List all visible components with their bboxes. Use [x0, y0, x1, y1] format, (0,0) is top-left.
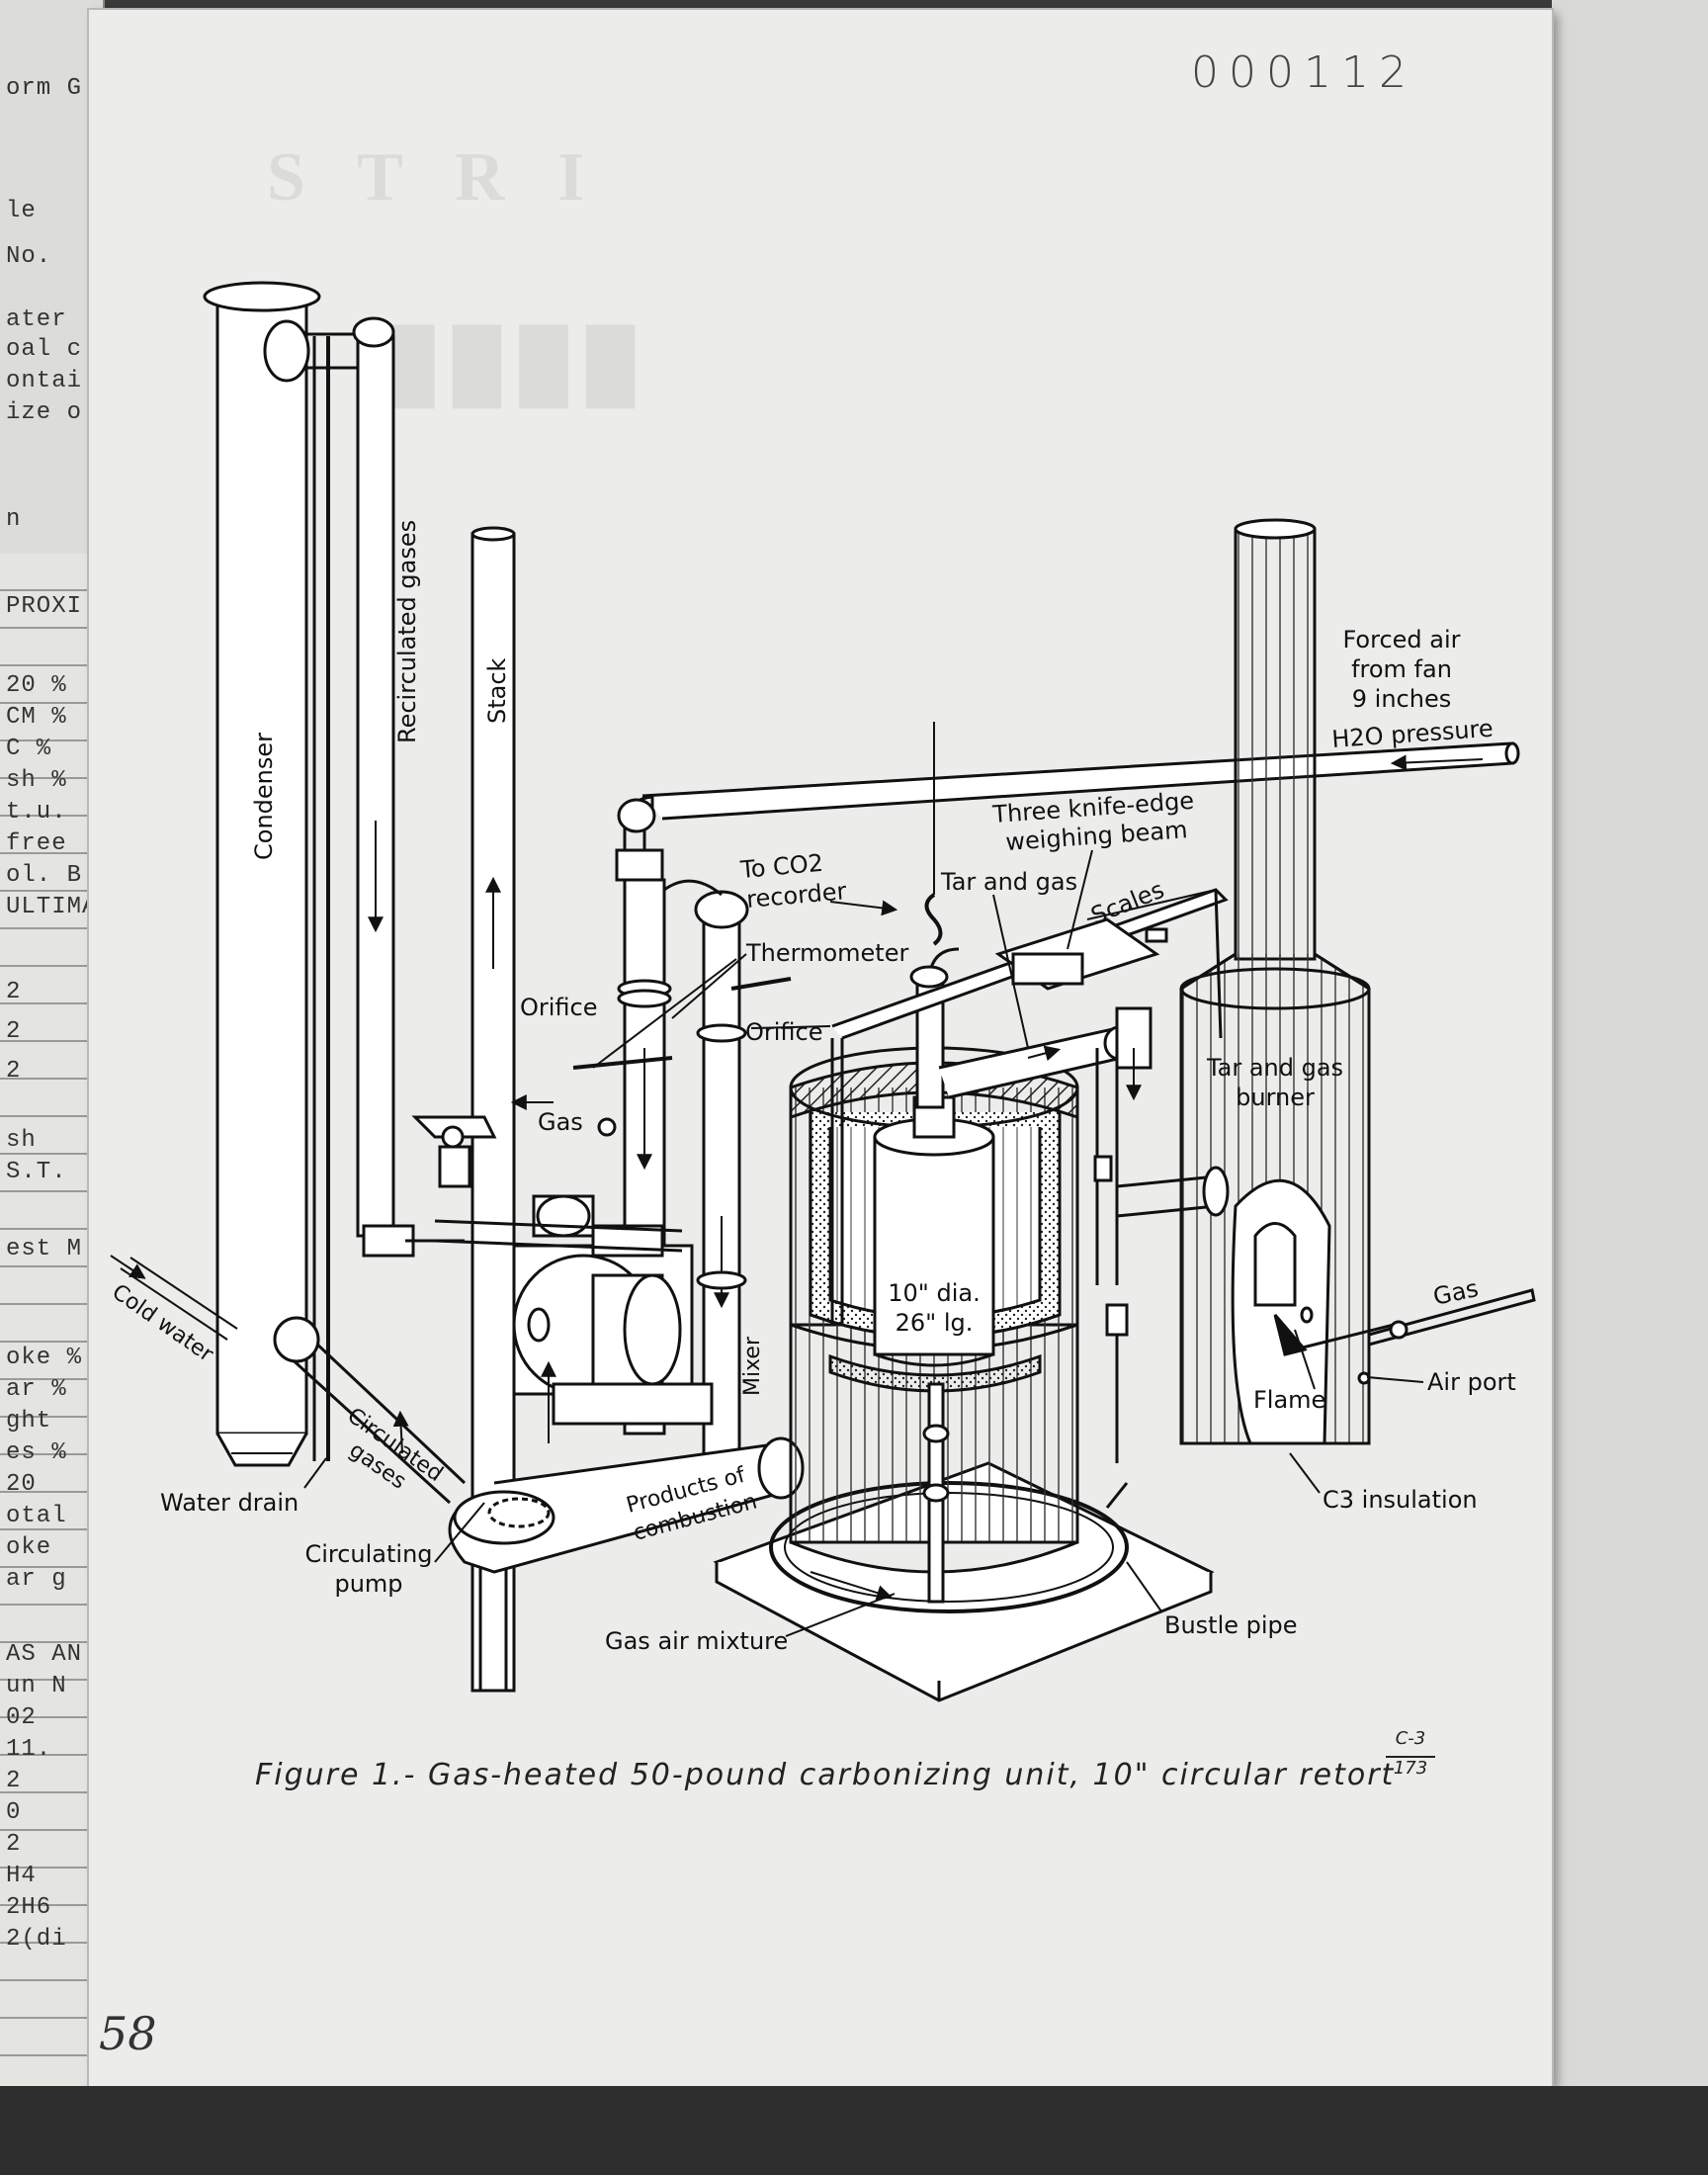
underlying-fragment: 0	[6, 1799, 22, 1826]
label-condenser: Condenser	[250, 733, 278, 860]
underlying-fragment: ar g	[6, 1566, 67, 1593]
underlying-fragment: 2	[6, 979, 22, 1005]
underlying-fragment: H4	[6, 1863, 37, 1889]
circulated-gases-main	[273, 1316, 467, 1505]
cold-water-pipe	[110, 1255, 238, 1341]
label-bustle-pipe: Bustle pipe	[1164, 1611, 1298, 1639]
underlying-fragment: 20 %	[6, 672, 67, 699]
label-mixer: Mixer	[740, 1336, 765, 1396]
thermometer	[572, 977, 792, 1070]
underlying-fragment: 11.	[6, 1736, 52, 1763]
underlying-fragment: S.T.	[6, 1159, 67, 1185]
right-margin	[1552, 0, 1708, 2086]
retort-furnace	[789, 1046, 1079, 1604]
underlying-fragment: 2	[6, 1058, 22, 1085]
underlying-fragment: AS AN	[6, 1641, 83, 1668]
label-tar-and-gas: Tar and gas	[940, 868, 1077, 896]
label-forced-air-3: 9 inches	[1352, 685, 1451, 713]
label-forced-air-1: Forced air	[1342, 626, 1460, 653]
label-to-co2-1: To CO2	[738, 849, 824, 884]
label-retort-size-1: 10" dia.	[888, 1279, 980, 1307]
underlying-fragment: un N	[6, 1673, 67, 1699]
figure-code-top: C-3	[1395, 1728, 1426, 1749]
circulating-pump	[512, 1194, 714, 1443]
label-burner-1: Tar and gas	[1206, 1054, 1343, 1082]
leader-lines	[303, 849, 1424, 1637]
label-thermometer: Thermometer	[745, 939, 908, 967]
underlying-fragment: sh %	[6, 767, 67, 794]
underlying-fragment: C %	[6, 736, 52, 762]
label-air-port: Air port	[1427, 1368, 1516, 1396]
underlying-fragment: ontai	[6, 368, 83, 394]
underlying-fragment: PROXI	[6, 593, 83, 620]
label-to-co2-2: recorder	[745, 877, 847, 914]
label-gas-left: Gas	[538, 1108, 583, 1136]
underlying-fragment: ar %	[6, 1376, 67, 1403]
label-retort-size-2: 26" lg.	[896, 1309, 974, 1337]
weighing-beam	[830, 888, 1229, 1325]
figure-code-bottom: 173	[1386, 1756, 1435, 1779]
underlying-fragment: 2	[6, 1768, 22, 1794]
underlying-fragment: oke	[6, 1534, 52, 1561]
label-flame: Flame	[1253, 1386, 1325, 1414]
underlying-table-strip	[0, 554, 89, 2096]
underlying-fragment: No.	[6, 243, 52, 270]
underlying-fragment: oal c	[6, 336, 83, 363]
label-c3-insulation: C3 insulation	[1323, 1486, 1478, 1514]
label-circulating-pump-2: pump	[334, 1570, 402, 1598]
figure-caption: Figure 1.- Gas-heated 50-pound carbonizi…	[255, 1758, 1396, 1792]
label-recirculated-gases: Recirculated gases	[393, 520, 421, 743]
underlying-fragment: orm G	[6, 75, 83, 102]
underlying-fragment: CM %	[6, 704, 67, 731]
underlying-fragment: 02	[6, 1704, 37, 1731]
underlying-fragment: est M	[6, 1236, 83, 1262]
label-cold-water: Cold water	[108, 1279, 218, 1367]
label-orifice-left: Orifice	[520, 994, 598, 1021]
underlying-fragment: sh	[6, 1127, 37, 1154]
label-water-drain: Water drain	[160, 1489, 299, 1517]
label-circulating-pump-1: Circulating	[304, 1540, 432, 1568]
products-of-combustion-duct	[448, 1436, 805, 1574]
label-stack: Stack	[483, 657, 511, 724]
recirculated-gases-pipe	[263, 316, 465, 1258]
burner-gas-line	[1368, 1288, 1536, 1347]
label-orifice-right: Orifice	[745, 1018, 823, 1046]
underlying-fragment: ol. B	[6, 862, 83, 889]
underlying-fragment: 2	[6, 1018, 22, 1045]
underlying-fragment: 20	[6, 1471, 37, 1498]
underlying-fragment: 2	[6, 1831, 22, 1858]
gas-manifold	[411, 1094, 683, 1253]
underlying-fragment: t.u.	[6, 799, 67, 826]
page-number: 58	[99, 2007, 157, 2060]
underlying-fragment: ize o	[6, 399, 83, 426]
mixer-column	[663, 879, 749, 1505]
document-number: 000112	[1191, 47, 1416, 98]
underlying-fragment: ght	[6, 1408, 52, 1435]
underlying-fragment: ater	[6, 306, 67, 333]
condenser	[203, 281, 330, 1467]
scan-background-bottom	[0, 2086, 1708, 2175]
underlying-fragment: oke %	[6, 1345, 83, 1371]
underlying-fragment: 2(di	[6, 1926, 67, 1953]
underlying-fragment: n	[6, 506, 22, 533]
label-forced-air-2: from fan	[1351, 655, 1452, 683]
bleed-through-text: S T R I	[267, 139, 603, 216]
label-burner-2: burner	[1236, 1084, 1315, 1111]
underlying-fragment: ULTIMA	[6, 894, 98, 920]
tar-gas-burner	[1179, 518, 1395, 1445]
label-gas-air-mixture: Gas air mixture	[605, 1627, 788, 1655]
underlying-fragment: otal	[6, 1503, 67, 1529]
underlying-fragment: free	[6, 830, 67, 857]
underlying-fragment: le	[6, 198, 37, 224]
underlying-fragment: es %	[6, 1439, 67, 1466]
underlying-fragment: 2H6	[6, 1894, 52, 1921]
tar-gas-duct	[1093, 1006, 1230, 1463]
bleed-through-text: ████	[385, 327, 653, 403]
